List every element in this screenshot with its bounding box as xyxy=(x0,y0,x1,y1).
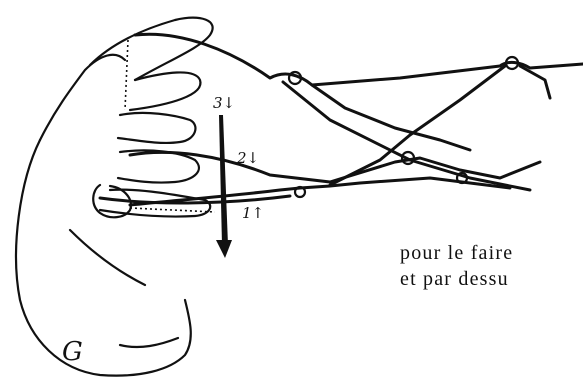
index-finger xyxy=(90,18,213,80)
wrist-line xyxy=(120,338,178,347)
hidden-string-index xyxy=(125,40,128,110)
string-diagonal-d xyxy=(520,66,550,98)
hand-letter-label: G xyxy=(62,337,83,367)
left-hand-drawing xyxy=(16,18,215,376)
caption-line-2: et par dessu xyxy=(400,268,509,291)
caption-line-1: pour le faire xyxy=(400,242,513,265)
palm-crease xyxy=(70,230,145,285)
string-diagonal-c xyxy=(330,66,505,185)
hidden-string-little xyxy=(130,208,215,212)
index-finger-lower xyxy=(130,72,200,110)
loop-label-1: 1↑ xyxy=(242,204,264,222)
direction-arrow xyxy=(216,115,232,258)
loop-label-2: 2↓ xyxy=(236,149,259,167)
string-diagonal-b xyxy=(312,85,470,150)
arrow-shaft xyxy=(219,115,228,245)
loop-label-3: 3↓ xyxy=(213,94,235,112)
palm-inner-edge xyxy=(40,55,125,140)
middle-finger xyxy=(118,113,195,143)
arrow-head xyxy=(216,240,232,258)
